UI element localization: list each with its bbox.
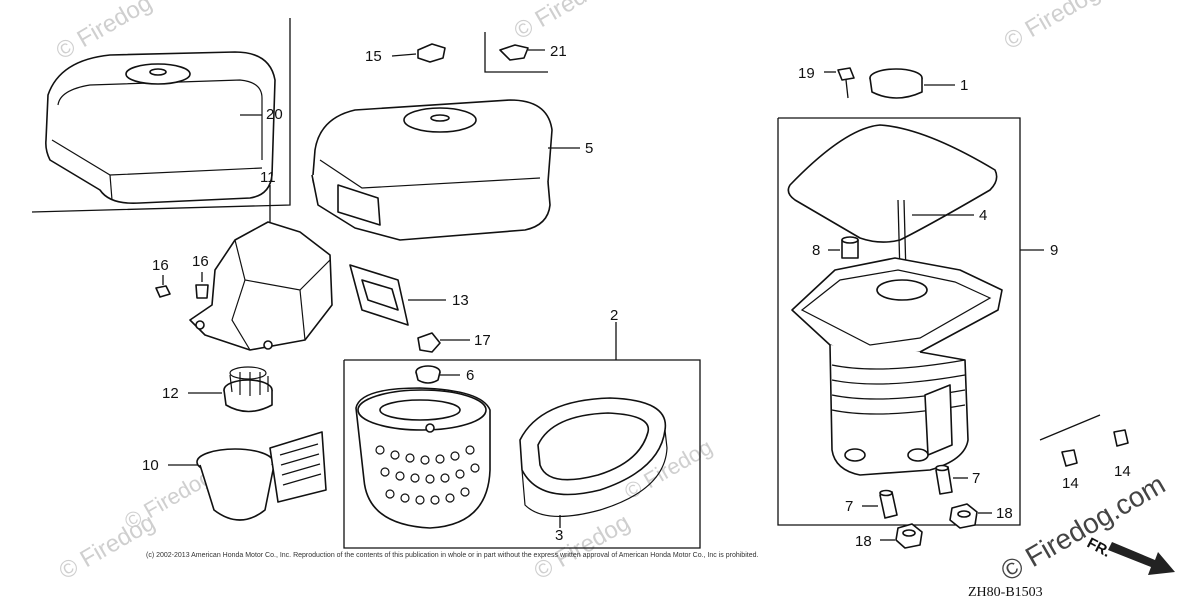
part-10-elbow bbox=[168, 431, 327, 521]
callout-13: 13 bbox=[452, 292, 469, 309]
watermark-mid-left: © Firedog bbox=[120, 464, 216, 534]
air-cleaner-case-body bbox=[791, 257, 1003, 476]
part-7-tubes bbox=[862, 464, 968, 519]
part-2-element-set bbox=[343, 322, 701, 549]
callout-16b: 16 bbox=[192, 253, 209, 270]
callout-18b: 18 bbox=[996, 505, 1013, 522]
callout-19: 19 bbox=[798, 65, 815, 82]
callout-8: 8 bbox=[812, 242, 820, 259]
callout-15: 15 bbox=[365, 48, 382, 65]
part-15-clip bbox=[391, 43, 446, 63]
callout-20: 20 bbox=[266, 106, 283, 123]
callout-17: 17 bbox=[474, 332, 491, 349]
part-9-case bbox=[777, 117, 1044, 526]
part-17-clip bbox=[417, 332, 470, 353]
callout-labels: 1 2 3 4 5 6 7 7 8 9 10 11 12 13 14 14 15… bbox=[142, 43, 1131, 550]
diagram-code: ZH80-B1503 bbox=[968, 585, 1043, 599]
callout-14a: 14 bbox=[1062, 475, 1079, 492]
part-11-duct bbox=[189, 185, 333, 351]
part-1-seal bbox=[869, 68, 955, 99]
part-3-foam bbox=[519, 397, 668, 528]
callout-1: 1 bbox=[960, 77, 968, 94]
callout-4: 4 bbox=[979, 207, 987, 224]
watermark-top-center: © Firedog bbox=[510, 0, 615, 45]
part-21-clip bbox=[484, 32, 548, 73]
watermark-top-right: © Firedog bbox=[1000, 0, 1105, 55]
callout-3: 3 bbox=[555, 527, 563, 544]
part-13-gasket bbox=[349, 264, 446, 326]
part-14-nuts bbox=[1039, 414, 1129, 467]
part-6-nut bbox=[415, 365, 460, 384]
callout-2: 2 bbox=[610, 307, 618, 324]
callout-11: 11 bbox=[260, 169, 276, 186]
part-8-collar bbox=[828, 236, 859, 259]
copyright-notice: (c) 2002-2013 American Honda Motor Co., … bbox=[146, 552, 758, 559]
callout-14b: 14 bbox=[1114, 463, 1131, 480]
part-5-cover bbox=[311, 99, 580, 241]
watermark-site: © Firedog.com bbox=[996, 468, 1171, 587]
part-12-screen bbox=[188, 366, 273, 413]
callout-18a: 18 bbox=[855, 533, 872, 550]
part-19-bolt bbox=[824, 67, 855, 99]
part-20-cover bbox=[31, 18, 291, 213]
callout-12: 12 bbox=[162, 385, 179, 402]
front-direction-arrow bbox=[1108, 542, 1175, 575]
callout-16a: 16 bbox=[152, 257, 169, 274]
callout-21: 21 bbox=[550, 43, 567, 60]
callout-7a: 7 bbox=[845, 498, 853, 515]
callout-10: 10 bbox=[142, 457, 159, 474]
part-18-nuts bbox=[880, 503, 992, 549]
filter-holes bbox=[375, 445, 480, 505]
callout-6: 6 bbox=[466, 367, 474, 384]
part-16-bolts bbox=[155, 272, 209, 299]
callout-5: 5 bbox=[585, 140, 593, 157]
callout-9: 9 bbox=[1050, 242, 1058, 259]
air-filter-element bbox=[355, 387, 491, 529]
callout-7b: 7 bbox=[972, 470, 980, 487]
watermark-bottom-center: © Firedog bbox=[530, 509, 635, 585]
